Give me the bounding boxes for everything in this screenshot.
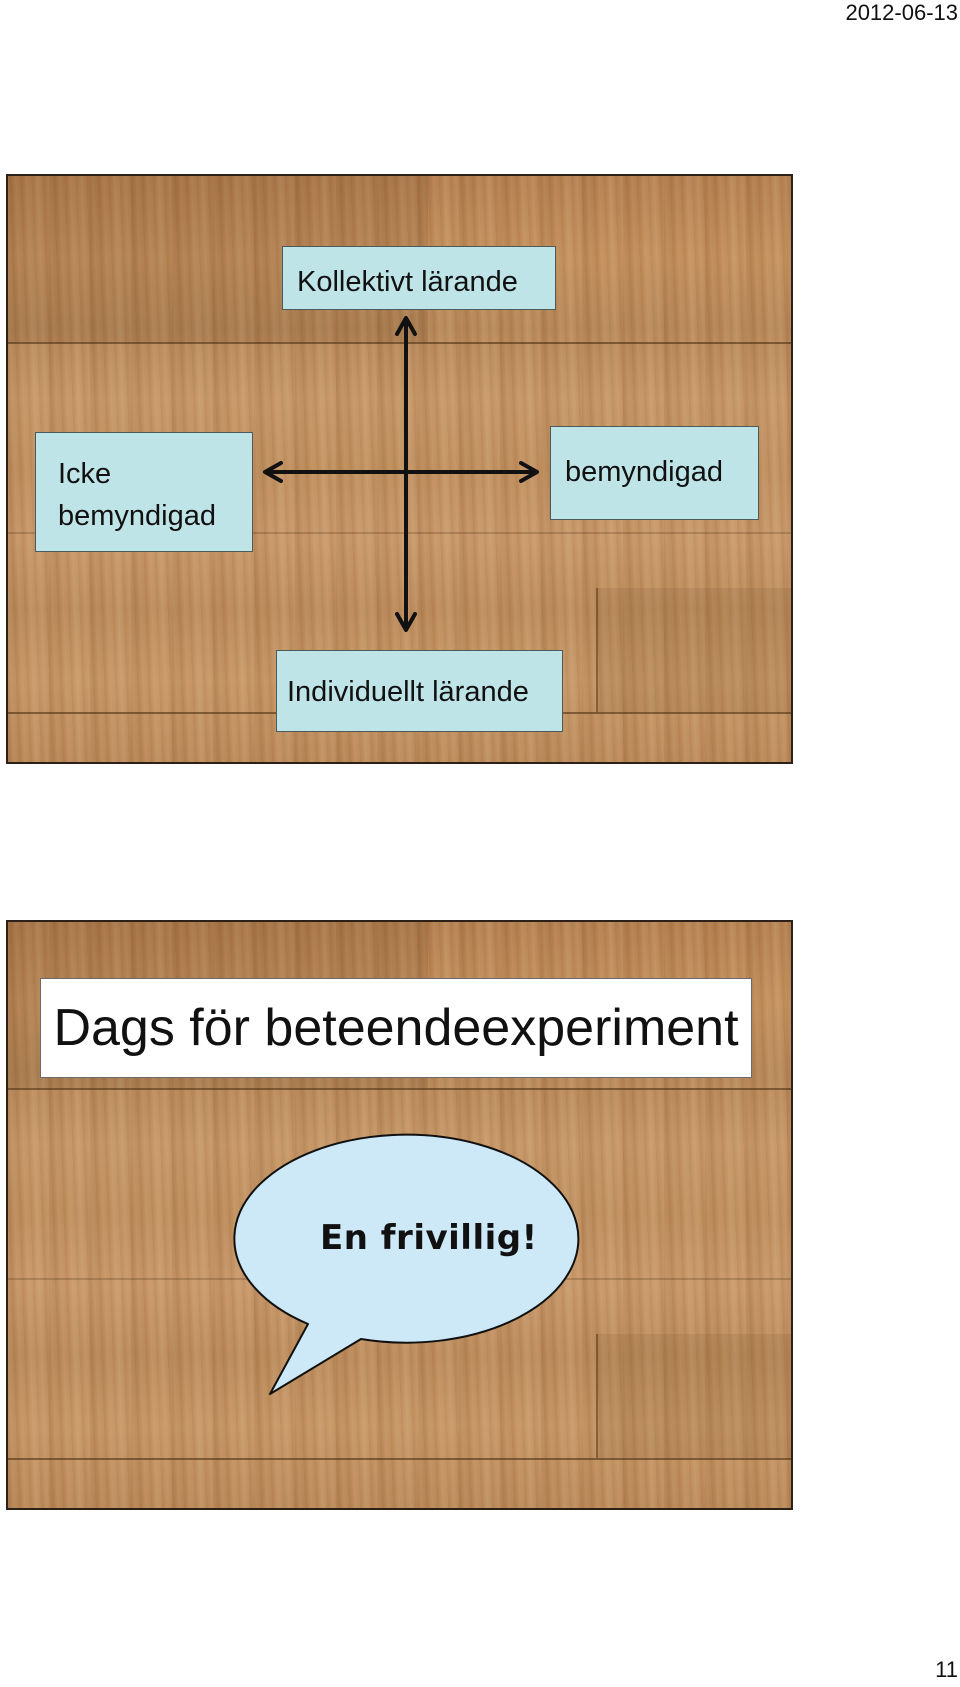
speech-bubble-text: En frivillig! (320, 1218, 538, 1258)
not-empowered-box: Icke bemyndigad (35, 432, 253, 552)
not-empowered-label-line2: bemyndigad (58, 500, 216, 533)
collective-learning-label: Kollektivt lärande (297, 266, 518, 298)
floor-seam (596, 1334, 598, 1458)
page-number: 11 (935, 1657, 958, 1682)
arrow-right-icon (519, 461, 539, 483)
slide-title-box: Dags för beteendeexperiment (40, 978, 752, 1078)
individual-learning-box: Individuellt lärande (276, 650, 563, 732)
empowered-box: bemyndigad (550, 426, 759, 520)
slide-2: Dags för beteendeexperiment En frivillig… (6, 920, 793, 1510)
floor-seam (8, 342, 791, 344)
empowered-label: bemyndigad (565, 456, 723, 488)
speech-bubble-shape (233, 1133, 580, 1395)
collective-learning-box: Kollektivt lärande (282, 246, 556, 310)
slide-1: Kollektivt lärande Icke bemyndigad bemyn… (6, 174, 793, 764)
axes-arrows (263, 316, 539, 632)
header-date: 2012-06-13 (845, 0, 958, 25)
arrow-left-icon (263, 461, 283, 483)
floor-seam (8, 532, 791, 534)
arrow-up-icon (395, 316, 417, 336)
floor-seam (596, 588, 598, 712)
individual-learning-label: Individuellt lärande (287, 676, 529, 708)
arrow-down-icon (395, 612, 417, 632)
not-empowered-label-line1: Icke (58, 458, 112, 490)
floor-seam (8, 1458, 791, 1460)
slide-title: Dags för beteendeexperiment (53, 999, 739, 1057)
speech-bubble (233, 1133, 580, 1395)
floor-seam (8, 1088, 791, 1090)
